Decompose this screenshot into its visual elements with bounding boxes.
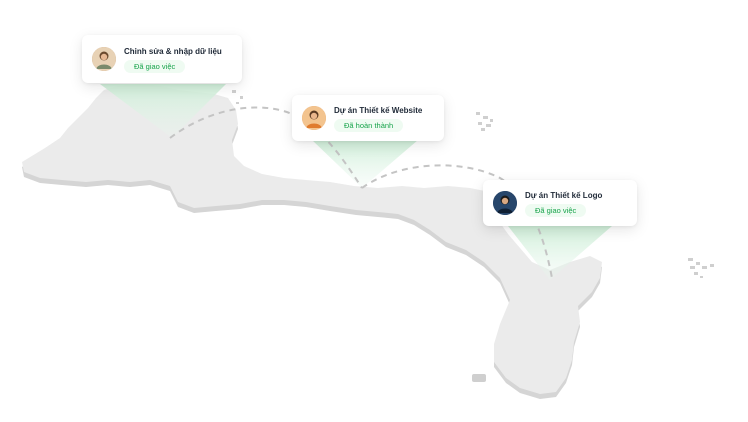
avatar-person-icon (302, 106, 326, 130)
status-badge: Đã giao việc (124, 59, 186, 73)
task-card-data-entry[interactable]: Chỉnh sửa & nhập dữ liệu Đã giao việc (82, 35, 242, 83)
land-mass (22, 84, 602, 394)
card-title: Dự án Thiết kế Website (334, 105, 423, 115)
islands (232, 90, 714, 382)
avatar-person-icon (92, 47, 116, 71)
avatar (92, 47, 116, 71)
card-title: Chỉnh sửa & nhập dữ liệu (124, 46, 222, 56)
card-beams (100, 84, 612, 280)
avatar (302, 106, 326, 130)
status-badge: Đã hoàn thành (334, 118, 404, 132)
status-badge: Đã giao việc (525, 203, 587, 217)
card-title: Dự án Thiết kế Logo (525, 190, 603, 200)
avatar-person-icon (493, 191, 517, 215)
avatar (493, 191, 517, 215)
task-card-website-design[interactable]: Dự án Thiết kế Website Đã hoàn thành (292, 95, 444, 141)
task-card-logo-design[interactable]: Dự án Thiết kế Logo Đã giao việc (483, 180, 637, 226)
